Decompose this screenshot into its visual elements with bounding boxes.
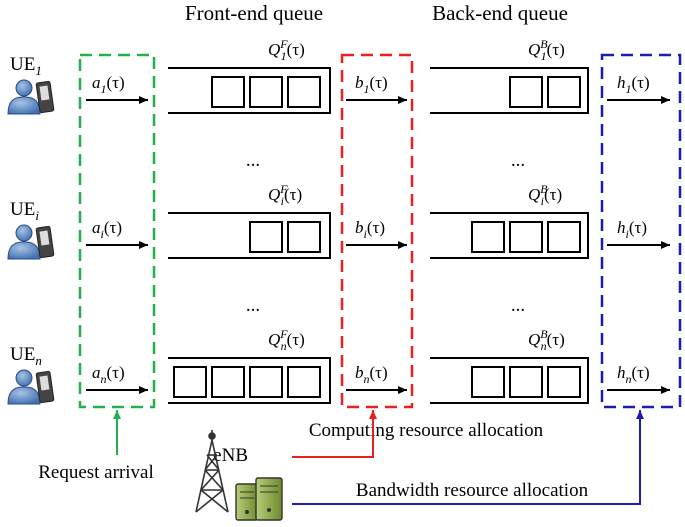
request-arrival-label: Request arrival (38, 462, 154, 483)
queue-slot (287, 366, 321, 398)
arrival-rate-label: ai(τ) (92, 218, 122, 241)
request-arrival-region (78, 53, 156, 409)
bandwidth-label: Bandwidth resource allocation (356, 480, 589, 501)
phone-icon (35, 225, 55, 259)
front-end-queue (168, 212, 331, 259)
queue-slot (211, 366, 245, 398)
ue-label: UE1 (10, 54, 42, 78)
back-ellipsis-1: ... (511, 150, 525, 171)
transmit-rate-label: hi(τ) (617, 218, 647, 241)
queue-slot (173, 366, 207, 398)
ue-label: UEn (10, 344, 42, 368)
queue-slot (509, 76, 543, 108)
front-end-queue-header: Front-end queue (185, 1, 323, 25)
server-icon (235, 477, 283, 521)
front-end-queue (168, 67, 331, 114)
arrival-rate-label: a1(τ) (92, 73, 125, 96)
phone-icon (35, 370, 55, 404)
compute-rate-label: bi(τ) (355, 218, 385, 241)
queue-slot (287, 221, 321, 253)
queue-slot (471, 366, 505, 398)
front-ellipsis-1: ... (246, 150, 260, 171)
queue-slot (249, 366, 283, 398)
bandwidth-region (600, 53, 682, 409)
enb-tower-icon (195, 430, 229, 513)
queue-slot (471, 221, 505, 253)
front-ellipsis-2: ... (246, 295, 260, 316)
queue-slot (249, 221, 283, 253)
back-end-queue-header: Back-end queue (432, 1, 568, 25)
computing-label: Computing resource allocation (309, 420, 544, 441)
back-end-queue (430, 67, 589, 114)
compute-rate-label: bn(τ) (355, 363, 388, 386)
queue-slot (509, 221, 543, 253)
back-end-queue (430, 212, 589, 259)
front-end-queue (168, 357, 331, 404)
enb-label: eNB (213, 445, 248, 466)
computing-arrow (292, 410, 377, 458)
back-end-queue (430, 357, 589, 404)
user-icon (7, 79, 41, 115)
user-icon (7, 369, 41, 405)
computing-region (340, 53, 414, 409)
compute-rate-label: b1(τ) (355, 73, 388, 96)
ue-label: UEi (10, 199, 39, 223)
user-icon (7, 224, 41, 260)
queue-slot (509, 366, 543, 398)
queue-slot (287, 76, 321, 108)
phone-icon (35, 80, 55, 114)
arrival-rate-label: an(τ) (92, 363, 125, 386)
queue-slot (249, 76, 283, 108)
queue-slot (547, 76, 581, 108)
bandwidth-arrow (292, 410, 644, 505)
transmit-rate-label: h1(τ) (617, 73, 650, 96)
queue-slot (547, 366, 581, 398)
transmit-rate-label: hn(τ) (617, 363, 650, 386)
queue-slot (211, 76, 245, 108)
queue-slot (547, 221, 581, 253)
back-ellipsis-2: ... (511, 295, 525, 316)
